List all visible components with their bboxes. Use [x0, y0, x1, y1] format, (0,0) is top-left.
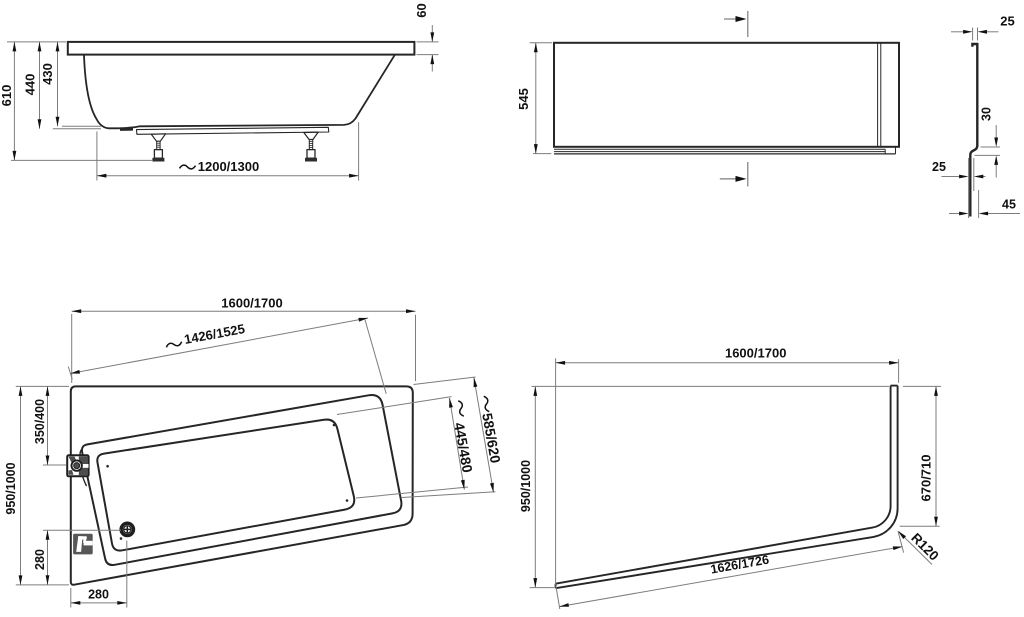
svg-text:950/1000: 950/1000 — [4, 462, 18, 514]
svg-text:25: 25 — [1000, 14, 1014, 29]
svg-text:25: 25 — [932, 160, 946, 174]
svg-text:950/1000: 950/1000 — [519, 460, 533, 512]
svg-text:1200/1300: 1200/1300 — [198, 159, 259, 174]
svg-text:670/710: 670/710 — [919, 455, 934, 502]
svg-text:1600/1700: 1600/1700 — [725, 346, 786, 361]
svg-text:350/400: 350/400 — [33, 399, 47, 444]
svg-text:1600/1700: 1600/1700 — [221, 296, 282, 311]
svg-text:45: 45 — [1002, 198, 1016, 212]
svg-text:30: 30 — [980, 107, 994, 121]
svg-text:280: 280 — [88, 588, 109, 602]
svg-text:430: 430 — [40, 63, 55, 85]
svg-text:60: 60 — [414, 3, 429, 17]
svg-text:545: 545 — [516, 88, 531, 110]
svg-text:610: 610 — [0, 85, 14, 107]
svg-text:440: 440 — [23, 74, 38, 96]
svg-text:280: 280 — [33, 549, 47, 570]
